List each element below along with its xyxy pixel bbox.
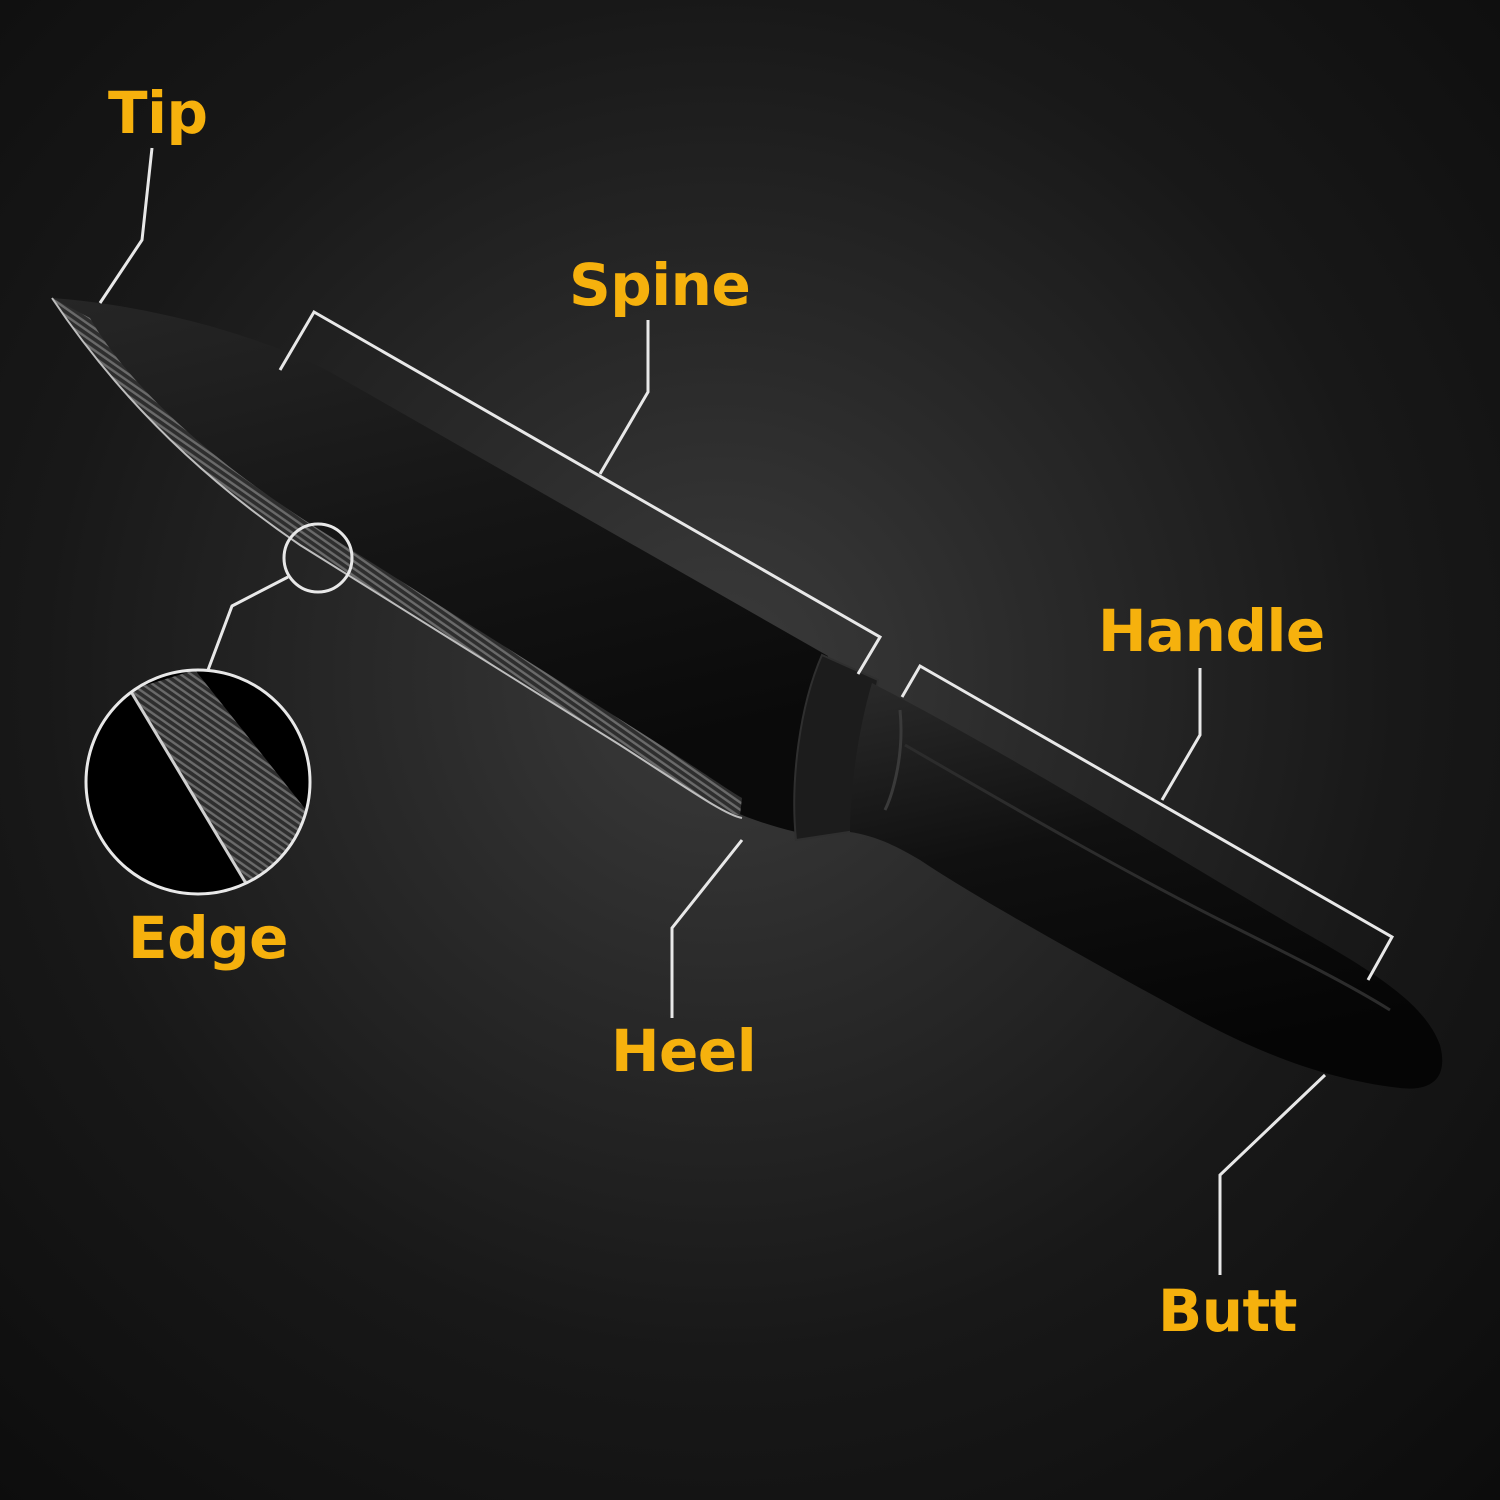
handle-leader-line — [1160, 668, 1202, 801]
tip-label: Tip — [108, 79, 208, 147]
heel-label: Heel — [611, 1017, 757, 1085]
handle-label: Handle — [1098, 597, 1325, 665]
blade-bevel-band — [52, 298, 742, 815]
edge-zoom-content — [86, 670, 310, 894]
heel-leader-line — [670, 839, 744, 1018]
edge-marker-circle — [282, 522, 354, 594]
blade-body — [52, 298, 828, 832]
handle-groove — [904, 743, 1391, 1012]
blade-edge-highlight — [51, 297, 743, 819]
edge-leader-line — [206, 575, 289, 671]
spine-bracket — [278, 309, 883, 675]
handle-body — [850, 683, 1443, 1089]
knife-blade — [51, 297, 828, 832]
spine-label: Spine — [569, 251, 751, 319]
butt-label: Butt — [1158, 1277, 1297, 1345]
edge-zoom-circle — [84, 668, 312, 896]
butt-leader-line — [1218, 1073, 1327, 1275]
edge-label: Edge — [128, 904, 289, 972]
knife-handle — [793, 653, 1443, 1089]
spine-leader-line — [598, 320, 650, 475]
handle-bracket — [900, 663, 1395, 981]
edge-detail — [84, 522, 354, 896]
handle-ridge — [883, 709, 903, 811]
tip-leader-line — [98, 147, 154, 304]
